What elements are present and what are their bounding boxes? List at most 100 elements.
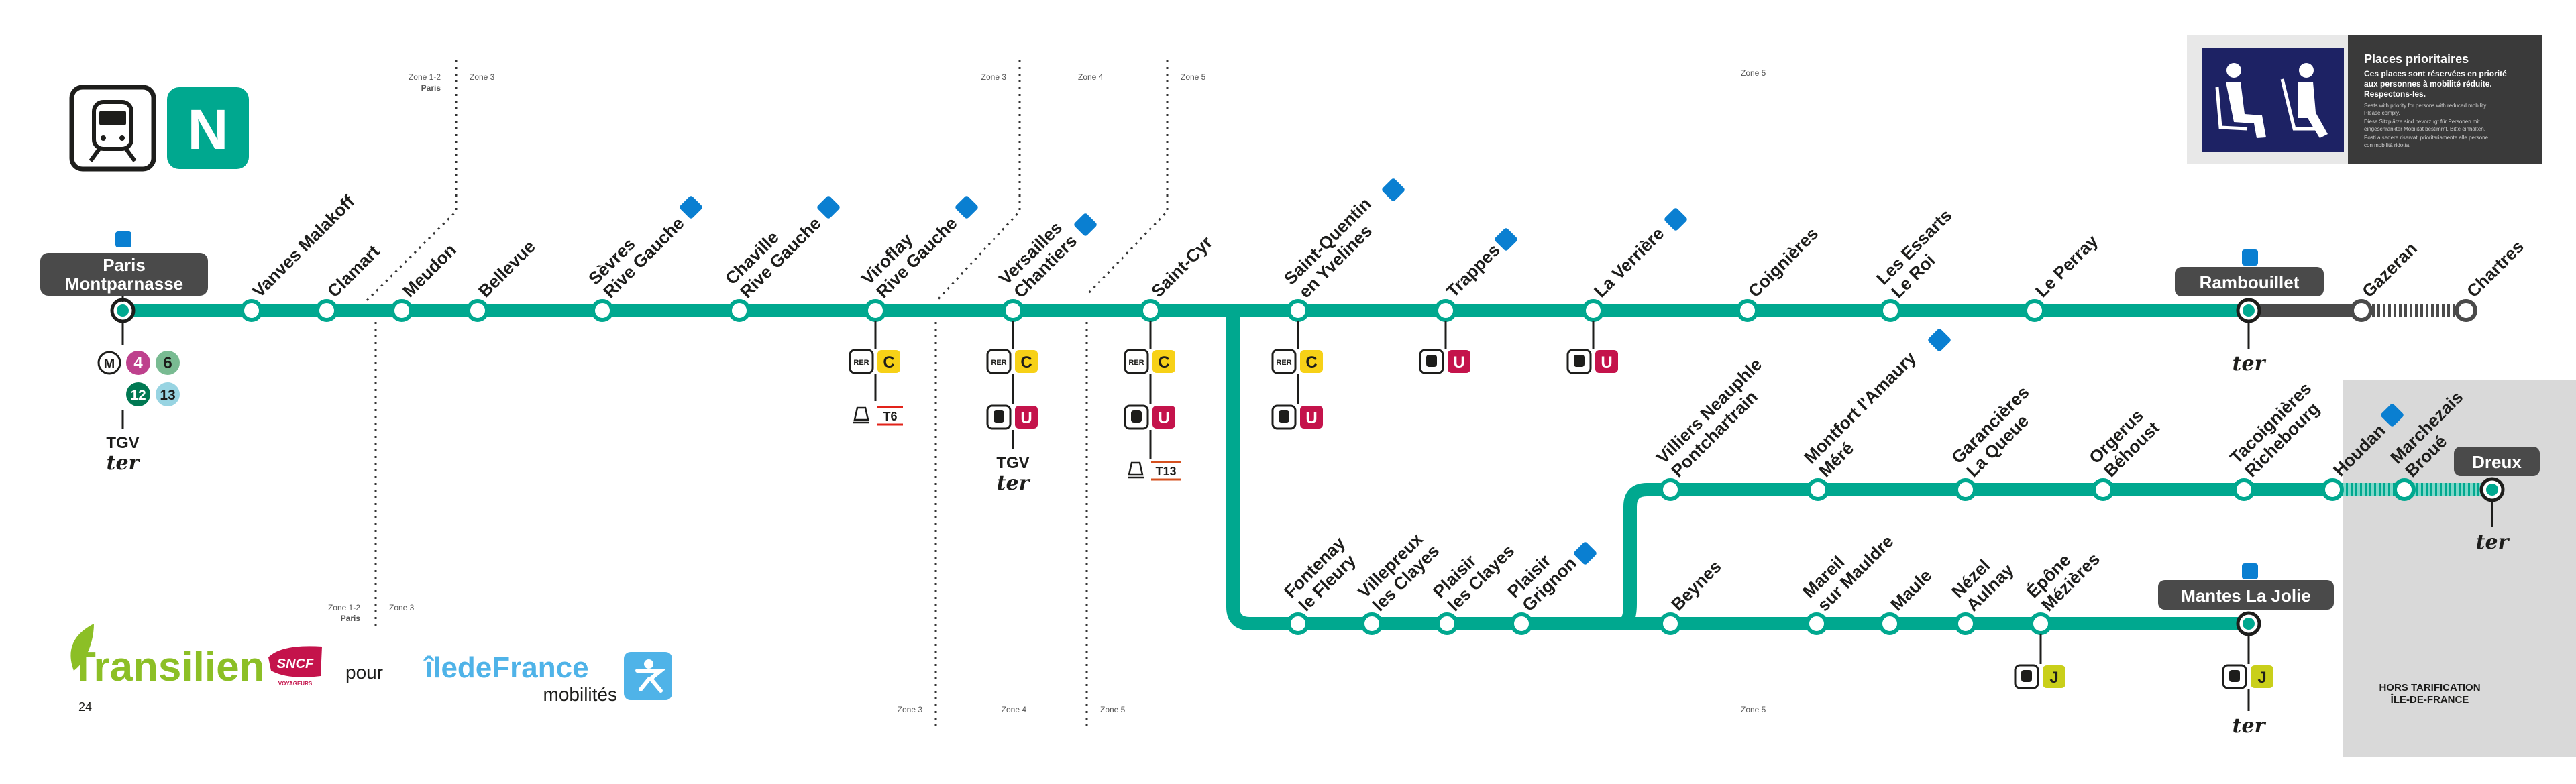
line-n-badge: N [167,87,249,169]
terminal-montparnasse: Paris Montparnasse [40,253,208,302]
station-name: Paris [103,255,146,275]
rer-icon [849,349,874,374]
terminal-dots [110,298,2505,636]
svg-text:J: J [2049,669,2058,687]
zone-label: Zone 5 [1741,68,1766,78]
tram-icon [851,406,872,425]
zone-labels: Zone 1-2 Paris Zone 3 Zone 3 Zone 4 Zone… [328,68,1766,714]
station-name: Mantes La Jolie [2181,585,2311,606]
station-dot [1287,612,1309,635]
terminal-dreux: Dreux [2454,447,2540,476]
accessibility-icon [955,196,978,219]
priority-line2: aux personnes à mobilité réduite. [2364,79,2492,89]
rer-icon [1271,349,1297,374]
station-dot [1879,299,1902,322]
svg-text:U: U [1158,409,1169,427]
station-dot [1659,612,1682,635]
accessibility-icon [1574,542,1597,565]
station-dot [1436,612,1458,635]
station-dot [728,299,751,322]
svg-text:mobilités: mobilités [543,684,617,705]
accessibility-icon [1382,178,1405,201]
priority-line3: Respectons-les. [2364,89,2426,99]
epone-connections: J [2014,634,2065,689]
station-dot [1878,612,1901,635]
metro-13-badge [156,382,180,406]
zone-label: Paris [421,83,441,93]
svg-text:VOYAGEURS: VOYAGEURS [278,681,313,687]
zone-label: Zone 5 [1100,705,1126,714]
ter-logo: ter [997,471,1031,495]
accessibility-icon [817,196,840,219]
station-dot [2023,299,2046,322]
rer-icon [986,349,1012,374]
zone-label: Zone 3 [389,603,415,612]
rer-c-badge [1015,350,1038,373]
station-name: Coignières [1744,223,1822,301]
svg-text:SNCF: SNCF [277,657,314,671]
svg-text:C: C [1305,353,1317,372]
ter-logo: ter [2233,352,2267,376]
svg-text:îledeFrance: îledeFrance [423,651,589,684]
priority-fine: Diese Sitzplätze sind bevorzugt für Pers… [2364,119,2480,125]
t6-badge [877,406,903,425]
station-name: Dreux [2472,452,2522,472]
accessibility-icon [1495,228,1517,251]
pour-label: pour [345,662,383,683]
zone-label: Zone 1-2 [409,72,441,82]
station-dot [1659,478,1682,501]
tgv-label: TGV [996,454,1029,472]
saint-cyr-connections: RER C U T13 [1124,321,1181,481]
idfm-icon [624,652,672,700]
dreux-branch-track [1615,483,2499,630]
terminal-dot [2243,304,2255,317]
station-name: Gazeran [2358,238,2421,301]
svg-text:T13: T13 [1155,465,1176,478]
priority-fine: eingeschränkter Mobilität bestimmt. Bitt… [2364,126,2485,132]
station-dot [315,299,338,322]
station-name: Clamart [323,241,384,301]
svg-text:6: 6 [163,354,172,372]
station-dot [1510,612,1533,635]
accessibility-icon [1074,213,1097,236]
station-dot [1139,299,1162,322]
svg-text:U: U [1453,353,1464,372]
station-dot [2350,299,2373,322]
station-name: Beynes [1667,557,1725,615]
priority-seat-icon [2215,63,2328,138]
zone-label: Zone 5 [1741,705,1766,714]
train-icon [69,85,156,172]
svg-text:C: C [1158,353,1169,372]
svg-text:C: C [1020,353,1032,372]
rer-c-badge [877,350,900,373]
ter-logo: ter [107,451,141,475]
sncf-logo: SNCF VOYAGEURS [268,646,322,687]
station-dot [1002,299,1024,322]
svg-text:T6: T6 [883,410,897,423]
transilien-logo: Transilien 24 [70,624,264,714]
station-name: Bellevue [474,236,539,301]
zone-boundaries [364,60,1169,731]
terminal-dot [117,304,129,317]
station-name: Saint-Cyr [1147,232,1216,301]
station-dots [240,299,2416,635]
accessibility-icons [115,178,2404,579]
trappes-connections: U [1419,321,1470,374]
station-dot [390,299,413,322]
metro-6-badge [156,351,180,375]
terminal-dot [2243,618,2255,630]
terminal-mantes: Mantes La Jolie [2158,580,2334,610]
accessibility-icon [1928,329,1951,351]
zone-label: Zone 5 [1181,72,1206,82]
svg-text:RER: RER [853,359,869,367]
terminal-rambouillet: Rambouillet [2175,267,2324,296]
leaf-icon [70,624,94,671]
zone-label: Zone 1-2 [328,603,360,612]
accessibility-icon [2242,249,2258,266]
la-verriere-connections: U [1566,321,1618,374]
priority-fine: Posti a sedere riservati prioritariament… [2364,135,2489,141]
sqy-connections: RER C U [1271,321,1323,430]
svg-text:24: 24 [78,700,92,714]
montparnasse-connections: M 4 6 12 13 TGV ter [97,321,180,475]
